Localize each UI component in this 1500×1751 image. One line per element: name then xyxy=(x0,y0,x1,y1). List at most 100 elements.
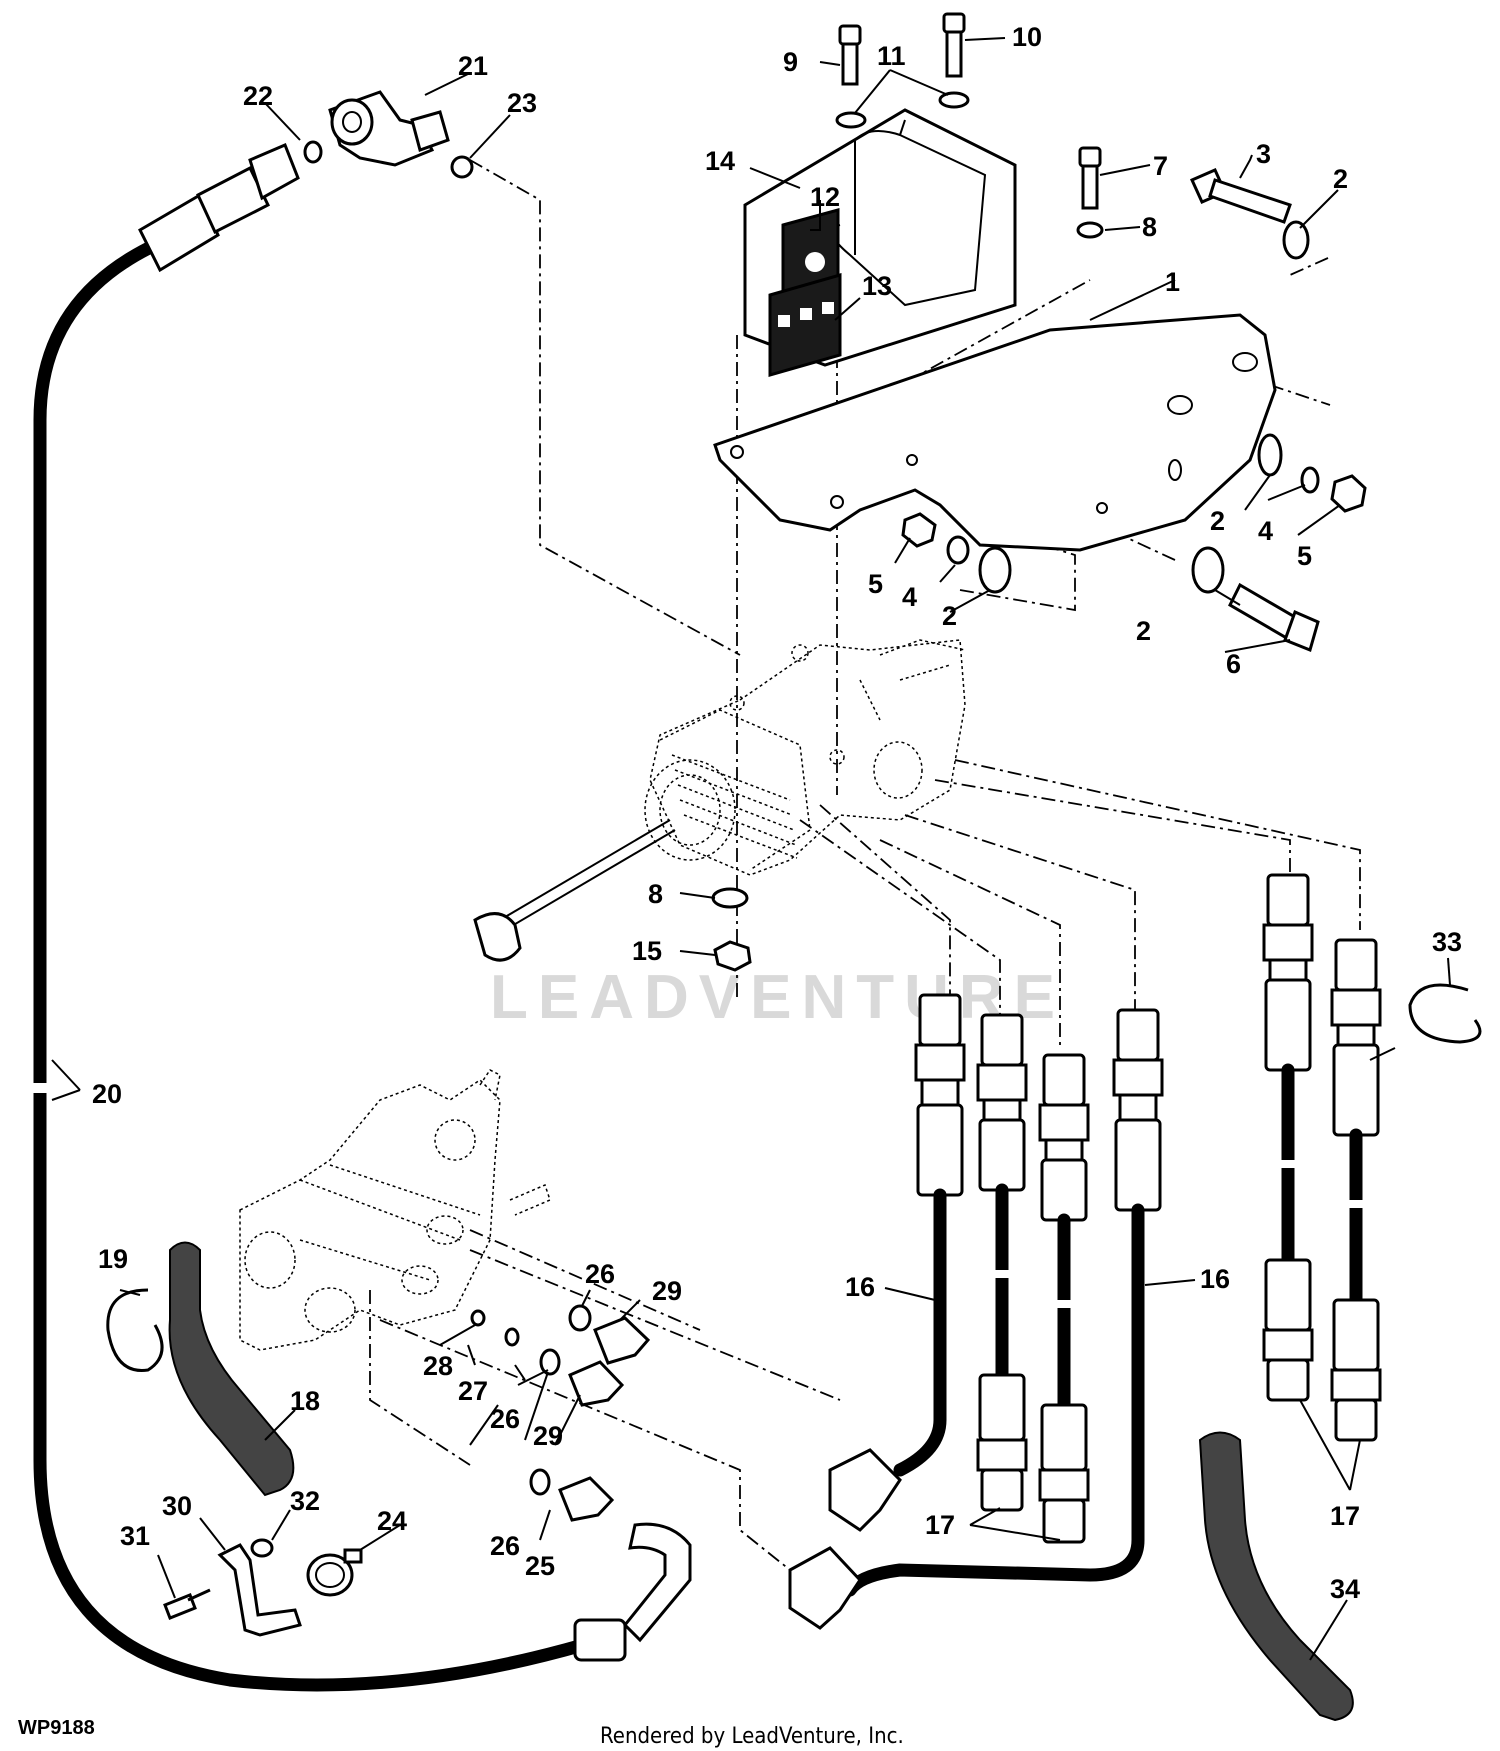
hose-16-right xyxy=(788,1008,1164,1630)
callout-22: 22 xyxy=(243,81,273,111)
callout-11: 11 xyxy=(877,41,906,71)
washer-2-right xyxy=(1257,433,1283,477)
hose-17-c xyxy=(1262,873,1314,1402)
washer-2-lower xyxy=(1191,546,1225,594)
fitting-29-bottom xyxy=(568,1360,625,1407)
hose-20 xyxy=(28,143,607,1692)
hose-17-b xyxy=(1038,1053,1090,1544)
callout-12: 12 xyxy=(810,182,840,212)
bolt-10 xyxy=(942,12,966,78)
lock-washer-4-right xyxy=(1300,466,1320,494)
nut-5-right xyxy=(1330,474,1367,513)
callout-5-left: 5 xyxy=(868,569,883,599)
callout-29-top: 29 xyxy=(652,1276,682,1306)
nut-5-left xyxy=(901,512,937,548)
tube-assembly xyxy=(622,1522,692,1643)
callout-25: 25 xyxy=(525,1551,555,1581)
leader-lines xyxy=(51,37,1451,1661)
callout-26-top: 26 xyxy=(585,1259,615,1289)
o-ring-28 xyxy=(470,1309,486,1327)
hose-17-d xyxy=(1330,938,1382,1442)
bracket-plate-1 xyxy=(713,313,1277,552)
callout-32: 32 xyxy=(290,1486,320,1516)
clamp-24 xyxy=(306,1548,363,1597)
callout-3: 3 xyxy=(1256,139,1271,169)
o-ring-27 xyxy=(504,1327,520,1347)
fitting-29-top xyxy=(593,1316,651,1365)
o-ring-26-a xyxy=(568,1304,592,1332)
callout-13: 13 xyxy=(862,271,892,301)
screw-31 xyxy=(163,1588,211,1620)
hose-16-left xyxy=(828,993,966,1532)
control-valve xyxy=(473,639,966,962)
callout-2-top: 2 xyxy=(1333,164,1348,194)
callout-7: 7 xyxy=(1153,151,1168,181)
nut-15 xyxy=(713,940,752,972)
hose-17-a xyxy=(976,1013,1028,1512)
callout-31: 31 xyxy=(120,1521,150,1551)
callout-17-left: 17 xyxy=(925,1510,955,1540)
callout-26-bottom: 26 xyxy=(490,1531,520,1561)
callout-9: 9 xyxy=(783,47,798,77)
clip-33 xyxy=(1408,983,1482,1044)
callout-23: 23 xyxy=(507,88,537,118)
figure-code: WP9188 xyxy=(18,1717,95,1739)
fitting-25 xyxy=(558,1476,615,1522)
o-ring-23 xyxy=(450,155,474,179)
callout-4-left: 4 xyxy=(902,582,917,612)
callout-20: 20 xyxy=(92,1079,122,1109)
callout-34: 34 xyxy=(1330,1574,1360,1604)
callout-6: 6 xyxy=(1226,649,1241,679)
callout-8-bottom: 8 xyxy=(648,879,663,909)
callout-15: 15 xyxy=(632,936,662,966)
callout-16-left: 16 xyxy=(845,1272,875,1302)
pump-housing xyxy=(239,1069,551,1351)
callout-2-right: 2 xyxy=(1210,506,1225,536)
sleeve-34 xyxy=(1198,1431,1354,1722)
bracket-30 xyxy=(217,1543,302,1637)
o-ring-26-c xyxy=(529,1468,551,1496)
callout-2-left: 2 xyxy=(942,601,957,631)
callout-5-right: 5 xyxy=(1297,541,1312,571)
callout-16-right: 16 xyxy=(1200,1264,1230,1294)
washer-11-right xyxy=(938,91,970,109)
washer-2-top xyxy=(1282,220,1310,260)
bolt-9 xyxy=(838,24,862,86)
o-ring-26-b xyxy=(539,1348,561,1376)
o-ring-22 xyxy=(303,140,323,164)
washer-2-left xyxy=(978,546,1012,594)
decal-13 xyxy=(768,273,842,377)
callout-24: 24 xyxy=(377,1506,407,1536)
bolt-6 xyxy=(1228,582,1320,653)
callout-4-right: 4 xyxy=(1258,516,1273,546)
lock-washer-4-left xyxy=(946,535,970,565)
callout-26-mid: 26 xyxy=(490,1404,520,1434)
callout-28: 28 xyxy=(423,1351,453,1381)
washer-11-left xyxy=(835,111,867,129)
callout-18: 18 xyxy=(290,1386,320,1416)
bolt-3 xyxy=(1190,168,1292,224)
callout-14: 14 xyxy=(705,146,735,176)
nut-32 xyxy=(250,1538,274,1558)
callout-2-lower: 2 xyxy=(1136,616,1151,646)
sleeve-18 xyxy=(168,1241,295,1497)
callout-30: 30 xyxy=(162,1491,192,1521)
lock-washer-8-bottom xyxy=(711,887,749,909)
callout-17-right: 17 xyxy=(1330,1501,1360,1531)
callout-10: 10 xyxy=(1012,22,1042,52)
callout-27: 27 xyxy=(458,1376,488,1406)
callout-1: 1 xyxy=(1165,267,1180,297)
callout-33: 33 xyxy=(1432,927,1462,957)
watermark-text: LEADVENTURE xyxy=(490,963,1065,1032)
callout-21: 21 xyxy=(458,51,488,81)
elbow-fitting-21 xyxy=(328,90,450,167)
clip-19 xyxy=(106,1288,164,1372)
callout-labels: 1 2 2 2 2 3 4 4 5 5 6 7 8 8 9 10 11 12 1… xyxy=(92,22,1462,1604)
bolt-7 xyxy=(1078,146,1102,210)
footer-credit: Rendered by LeadVenture, Inc. xyxy=(600,1724,904,1749)
lock-washer-8-top xyxy=(1076,221,1104,239)
callout-8-top: 8 xyxy=(1142,212,1157,242)
hose-20-end-fitting xyxy=(573,1618,627,1662)
callout-19: 19 xyxy=(98,1244,128,1274)
